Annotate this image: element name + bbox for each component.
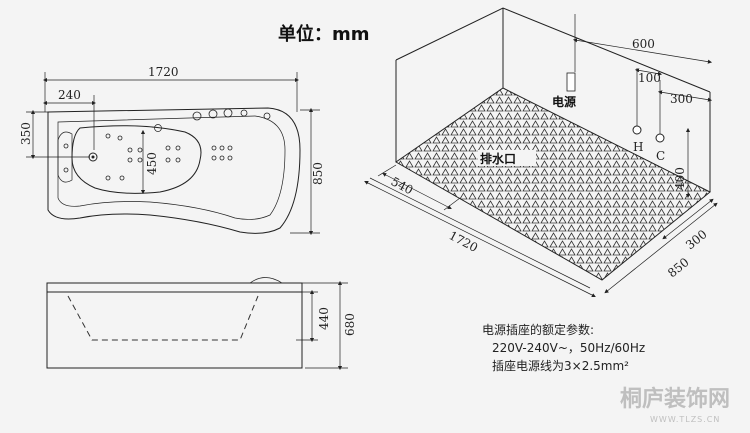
dim-basin-width: 450 (145, 152, 159, 175)
power-specs: 电源插座的额定参数: 220V-240V~，50Hz/60Hz 插座电源线为3×… (482, 322, 645, 373)
dim-tub-length: 1720 (148, 65, 179, 79)
dim-basin-depth: 440 (317, 307, 331, 330)
dim-headrest-width: 350 (19, 122, 33, 145)
dim-total-height: 680 (343, 313, 357, 336)
dim-outlet-offset: 300 (670, 92, 693, 106)
dim-top-width: 600 (632, 37, 655, 51)
specs-line-2: 插座电源线为3×2.5mm² (492, 358, 629, 373)
dim-right-offset: 300 (683, 227, 710, 252)
dim-outlet-height: 400 (673, 167, 687, 190)
watermark-url: WWW.TLZS.CN (650, 415, 720, 424)
dim-total-width: 850 (311, 162, 325, 185)
unit-label: 单位：mm (278, 23, 370, 45)
cold-water-label: C (656, 149, 665, 163)
power-outlet-label: 电源 (552, 94, 576, 109)
specs-title: 电源插座的额定参数: (482, 322, 594, 337)
hot-water-label: H (633, 140, 643, 154)
side-view: 440 680 (46, 277, 357, 371)
watermark-brand: 桐庐装饰网 (620, 386, 730, 412)
drain-label: 排水口 (480, 151, 516, 166)
top-view: 1720 240 350 450 (19, 65, 325, 236)
specs-line-1: 220V-240V~，50Hz/60Hz (492, 341, 645, 355)
room-view: 电源 H C 600 100 300 400 排水口 540 1720 850 (364, 7, 718, 297)
dim-floor-width: 850 (665, 255, 692, 280)
dim-left-offset: 240 (58, 88, 81, 102)
dim-outlet-spacing: 100 (638, 71, 661, 85)
dim-floor-length: 1720 (447, 228, 481, 255)
